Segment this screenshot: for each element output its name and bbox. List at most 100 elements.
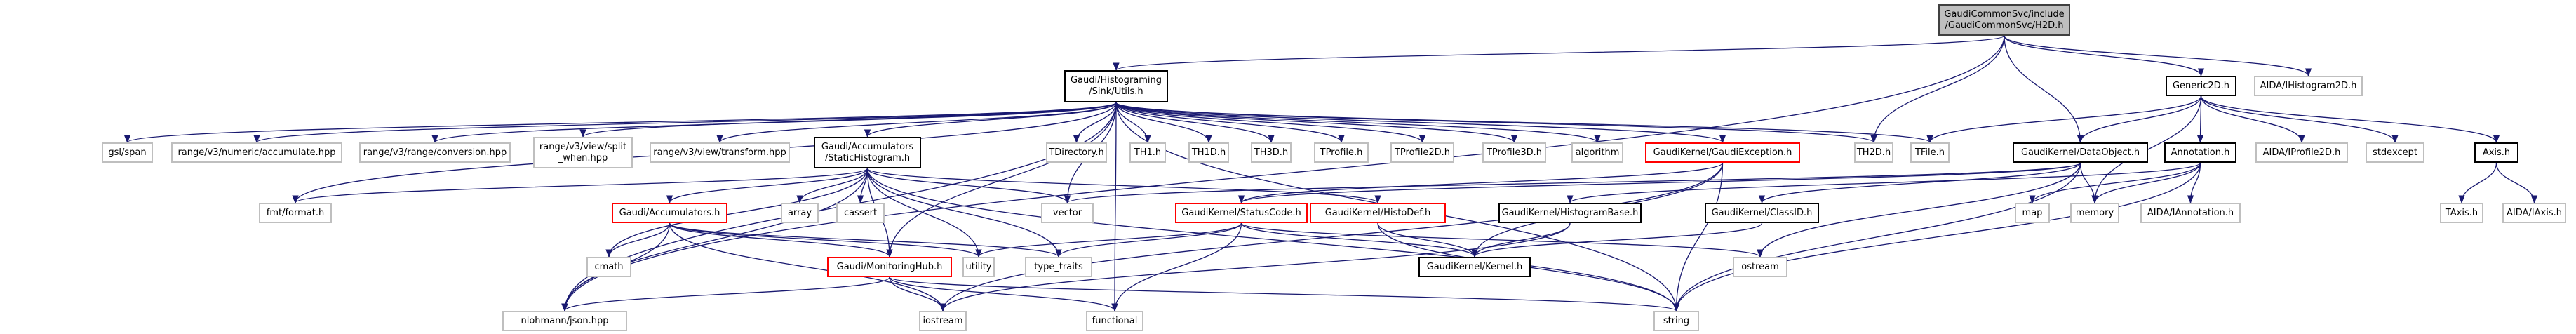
edge-statichist-to-accumulators xyxy=(666,168,868,204)
graph-node-stdexcept[interactable]: stdexcept xyxy=(2366,142,2424,163)
graph-node-label: TH1D.h xyxy=(1191,147,1226,158)
graph-node-iostream[interactable]: iostream xyxy=(919,311,967,331)
graph-node-cmath[interactable]: cmath xyxy=(586,257,631,277)
graph-node-splitwhen[interactable]: range/v3/view/split _when.hpp xyxy=(533,137,633,168)
edge-dataobject-to-vector xyxy=(1064,162,2081,204)
edge-classid-to-kernel xyxy=(1471,222,1763,258)
graph-node-histobase[interactable]: GaudiKernel/HistogramBase.h xyxy=(1498,203,1642,223)
graph-node-label: string xyxy=(1663,315,1690,326)
edge-utils-to-th1d xyxy=(1115,102,1212,144)
graph-node-label: AIDA/IAxis.h xyxy=(2507,207,2562,218)
graph-node-label: TH1.h xyxy=(1134,147,1162,158)
graph-node-typetraits[interactable]: type_traits xyxy=(1025,257,1092,277)
graph-node-utils[interactable]: Gaudi/Histograming /Sink/Utils.h xyxy=(1064,70,1168,102)
graph-node-label: Gaudi/Accumulators /StaticHistogram.h xyxy=(821,141,914,163)
edge-annotation-to-memory xyxy=(2091,162,2201,204)
graph-node-accumulators[interactable]: Gaudi/Accumulators.h xyxy=(612,203,727,223)
edge-dataobject-to-classid xyxy=(1758,162,2081,204)
graph-node-aidaaxis[interactable]: AIDA/IAxis.h xyxy=(2502,203,2566,223)
graph-node-tfile[interactable]: TFile.h xyxy=(1910,142,1950,163)
graph-node-transform[interactable]: range/v3/view/transform.hpp xyxy=(650,142,790,163)
graph-node-aidaprof2d[interactable]: AIDA/IProfile2D.h xyxy=(2255,142,2348,163)
graph-node-th1[interactable]: TH1.h xyxy=(1129,142,1166,163)
graph-node-ostream[interactable]: ostream xyxy=(1733,257,1787,277)
graph-node-tprofile[interactable]: TProfile.h xyxy=(1314,142,1369,163)
graph-node-aidaannot[interactable]: AIDA/IAnnotation.h xyxy=(2140,203,2241,223)
edge-dataobject-to-statuscode xyxy=(1238,162,2081,204)
graph-node-array[interactable]: array xyxy=(781,203,819,223)
graph-node-accumulate[interactable]: range/v3/numeric/accumulate.hpp xyxy=(171,142,342,163)
edge-utils-to-th3d xyxy=(1115,102,1275,144)
graph-node-statuscode[interactable]: GaudiKernel/StatusCode.h xyxy=(1175,203,1308,223)
edge-h2d-to-json xyxy=(561,35,2005,312)
graph-node-generic2d[interactable]: Generic2D.h xyxy=(2166,76,2236,96)
graph-node-classid[interactable]: GaudiKernel/ClassID.h xyxy=(1705,203,1819,223)
graph-node-label: range/v3/view/transform.hpp xyxy=(653,147,786,158)
edge-statuscode-to-utility xyxy=(975,222,1242,258)
graph-node-gslspan[interactable]: gsl/span xyxy=(102,142,153,163)
edge-gaudiexc-to-iostream xyxy=(939,162,1724,312)
graph-node-th3d[interactable]: TH3D.h xyxy=(1251,142,1292,163)
edge-utils-to-functional xyxy=(1111,102,1118,312)
edge-statichist-to-typetraits xyxy=(866,168,1062,258)
graph-node-tprofile2d[interactable]: TProfile2D.h xyxy=(1390,142,1454,163)
graph-node-label: utility xyxy=(965,261,992,272)
graph-node-kernel[interactable]: GaudiKernel/Kernel.h xyxy=(1418,257,1531,277)
graph-node-map[interactable]: map xyxy=(2015,203,2050,223)
edge-generic2d-to-tfile xyxy=(1926,95,2202,144)
edge-annotation-to-histobase xyxy=(1567,162,2201,204)
edge-histodef-to-kernel xyxy=(1377,222,1478,258)
graph-node-label: GaudiKernel/StatusCode.h xyxy=(1181,207,1301,218)
edge-statuscode-to-typetraits xyxy=(1055,222,1242,258)
edge-utils-to-gslspan xyxy=(124,102,1117,144)
graph-node-th2d[interactable]: TH2D.h xyxy=(1854,142,1893,163)
edge-accumulators-to-typetraits xyxy=(669,222,1062,258)
edge-monhub-to-iostream xyxy=(889,276,946,312)
graph-node-aidahist2d[interactable]: AIDA/IHistogram2D.h xyxy=(2254,76,2363,96)
edge-utils-to-th1 xyxy=(1115,102,1151,144)
graph-node-monhub[interactable]: Gaudi/MonitoringHub.h xyxy=(827,257,952,277)
edge-monhub-to-json xyxy=(561,276,890,312)
graph-node-cassert[interactable]: cassert xyxy=(836,203,885,223)
edge-utils-to-tprofile2d xyxy=(1115,102,1426,144)
graph-node-tdirectory[interactable]: TDirectory.h xyxy=(1046,142,1107,163)
graph-node-th1d[interactable]: TH1D.h xyxy=(1188,142,1229,163)
graph-node-algorithm[interactable]: algorithm xyxy=(1571,142,1623,163)
graph-node-dataobject[interactable]: GaudiKernel/DataObject.h xyxy=(2013,142,2148,163)
graph-node-label: AIDA/IProfile2D.h xyxy=(2262,147,2341,158)
graph-node-tprofile3d[interactable]: TProfile3D.h xyxy=(1482,142,1546,163)
edge-statichist-to-utility xyxy=(866,168,982,258)
graph-node-utility[interactable]: utility xyxy=(962,257,995,277)
graph-node-fmt[interactable]: fmt/format.h xyxy=(259,203,332,223)
edge-h2d-to-aidahist2d xyxy=(2004,35,2312,77)
edge-statichist-to-string xyxy=(866,168,1680,312)
edge-statuscode-to-ostream xyxy=(1240,222,1764,258)
graph-node-json[interactable]: nlohmann/json.hpp xyxy=(502,311,627,331)
graph-node-memory[interactable]: memory xyxy=(2070,203,2119,223)
graph-node-label: fmt/format.h xyxy=(266,207,325,218)
graph-node-functional[interactable]: functional xyxy=(1086,311,1143,331)
graph-node-label: Gaudi/Accumulators.h xyxy=(619,207,720,218)
edge-axis-to-taxis xyxy=(2458,162,2497,204)
graph-node-string[interactable]: string xyxy=(1653,311,1699,331)
graph-node-label: GaudiKernel/DataObject.h xyxy=(2020,147,2140,158)
graph-node-taxis[interactable]: TAxis.h xyxy=(2440,203,2483,223)
graph-node-gaudiexc[interactable]: GaudiKernel/GaudiException.h xyxy=(1645,142,1800,163)
graph-node-label: TProfile2D.h xyxy=(1394,147,1450,158)
graph-node-vector[interactable]: vector xyxy=(1041,203,1094,223)
graph-node-label: Axis.h xyxy=(2482,147,2511,158)
graph-node-label: type_traits xyxy=(1034,261,1083,272)
edge-dataobject-to-memory xyxy=(2079,162,2098,204)
graph-node-annotation[interactable]: Annotation.h xyxy=(2164,142,2236,163)
graph-node-label: range/v3/view/split _when.hpp xyxy=(539,141,627,163)
graph-node-h2d[interactable]: GaudiCommonSvc/include /GaudiCommonSvc/H… xyxy=(1938,4,2070,36)
graph-node-label: gsl/span xyxy=(108,147,147,158)
graph-node-conversion[interactable]: range/v3/range/conversion.hpp xyxy=(359,142,511,163)
edge-statichist-to-cmath xyxy=(605,168,868,258)
edge-statuscode-to-functional xyxy=(1111,222,1242,312)
graph-node-label: TProfile3D.h xyxy=(1486,147,1542,158)
graph-node-statichist[interactable]: Gaudi/Accumulators /StaticHistogram.h xyxy=(814,137,921,168)
graph-node-axis[interactable]: Axis.h xyxy=(2474,142,2518,163)
graph-node-label: Generic2D.h xyxy=(2172,80,2230,91)
graph-node-histodef[interactable]: GaudiKernel/HistoDef.h xyxy=(1310,203,1446,223)
